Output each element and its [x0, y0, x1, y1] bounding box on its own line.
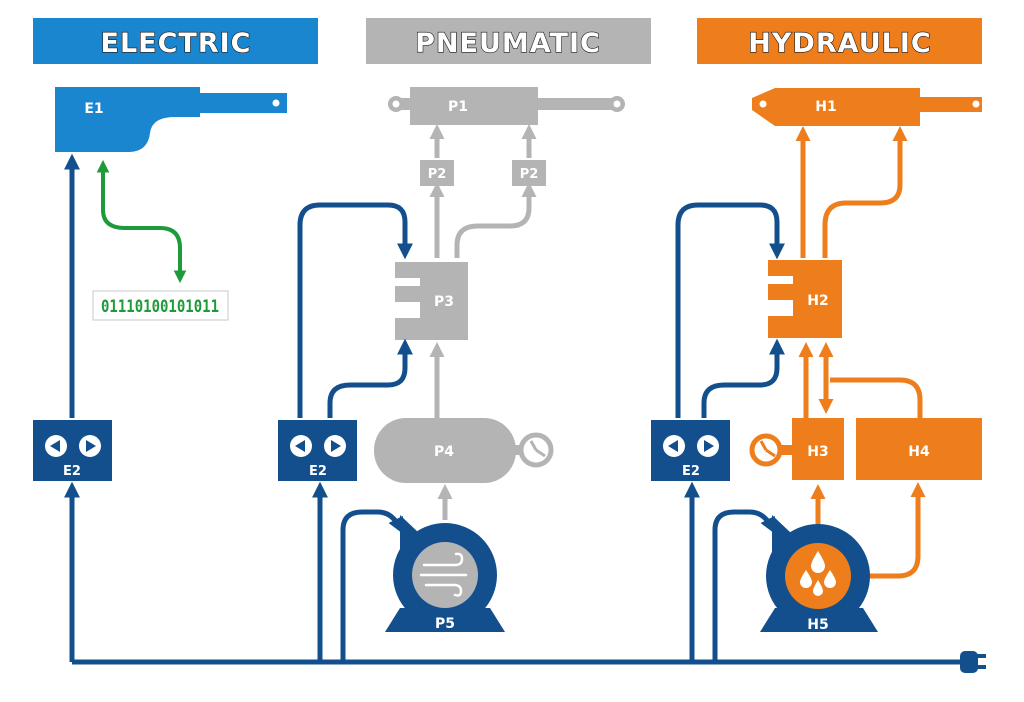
electric-feedback-signal [96, 159, 187, 284]
header-hydraulic-bg [697, 18, 982, 64]
pneumatic-valve-right-label: P2 [520, 167, 539, 182]
arrow-right-icon [697, 435, 719, 457]
electric-actuator-body [55, 87, 200, 152]
hydraulic-controller-label: E2 [682, 464, 700, 479]
pneumatic-cylinder: P1 [388, 87, 625, 125]
pneumatic-directional-valve-label: P3 [434, 294, 454, 310]
hydraulic-pump: H5 [760, 515, 878, 633]
pneumatic-air-lines [429, 124, 537, 520]
hydraulic-controller: E2 [651, 420, 730, 481]
pneumatic-tank-label: P4 [434, 444, 454, 460]
header-pneumatic-bg [366, 18, 651, 64]
power-plug-icon [960, 651, 986, 673]
pneumatic-directional-valve: P3 [395, 262, 468, 340]
pneumatic-cylinder-body [410, 87, 538, 125]
pneumatic-tank: P4 [374, 418, 524, 483]
pneumatic-controller-label: E2 [309, 464, 327, 479]
hydraulic-pump-label: H5 [807, 617, 828, 633]
pneumatic-compressor-label: P5 [435, 616, 455, 632]
binary-display: 01110100101011 [92, 290, 229, 321]
hydraulic-directional-valve-label: H2 [807, 293, 828, 309]
arrow-left-icon [45, 435, 67, 457]
bus-to-compressor [340, 509, 403, 662]
binary-display-text: 01110100101011 [101, 297, 219, 317]
power-bus [63, 481, 975, 665]
hydraulic-reservoir-label: H4 [908, 444, 930, 460]
pneumatic-cylinder-rod [530, 98, 616, 110]
hydraulic-control-lines [675, 202, 786, 418]
hydraulic-valve-block-label: H3 [807, 444, 828, 460]
header-pneumatic-label: PNEUMATIC [415, 28, 601, 59]
hydraulic-directional-valve: H2 [768, 260, 842, 338]
pneumatic-controller: E2 [278, 420, 357, 481]
bus-to-pump [712, 509, 775, 662]
hydraulic-oil-lines [795, 126, 926, 579]
hydraulic-valve-block: H3 [778, 418, 844, 480]
pneumatic-valve-left-label: P2 [428, 167, 447, 182]
pneumatic-control-lines [297, 202, 414, 418]
hydraulic-cylinder-label: H1 [815, 99, 836, 115]
oil-drops-icon [800, 551, 836, 596]
electric-controller-label: E2 [63, 464, 81, 479]
arrow-right-icon [79, 435, 101, 457]
pneumatic-valve-right: P2 [512, 160, 546, 186]
hydraulic-cylinder-rod [915, 97, 982, 112]
binary-display-frame [92, 290, 229, 321]
header-hydraulic-label: HYDRAULIC [748, 28, 931, 59]
arrow-right-icon [324, 435, 346, 457]
electric-actuator-rod [195, 93, 287, 113]
header-electric-bg [33, 18, 318, 64]
header-pneumatic: PNEUMATIC [366, 18, 651, 64]
pneumatic-valve-left: P2 [420, 160, 454, 186]
header-electric: ELECTRIC [33, 18, 318, 64]
hydraulic-cylinder: H1 [752, 88, 982, 126]
pneumatic-compressor: P5 [385, 515, 505, 632]
pneumatic-cylinder-label: P1 [448, 99, 468, 115]
pressure-gauge-icon [518, 432, 554, 468]
electric-controller: E2 [33, 420, 112, 481]
arrow-left-icon [290, 435, 312, 457]
electric-actuator: E1 [55, 87, 287, 152]
electric-actuator-eye [272, 99, 280, 107]
header-hydraulic: HYDRAULIC [697, 18, 982, 64]
hydraulic-cylinder-body [752, 88, 920, 126]
electric-actuator-label: E1 [84, 101, 103, 117]
pressure-gauge-icon [749, 433, 783, 467]
air-wind-icon [419, 552, 468, 597]
header-electric-label: ELECTRIC [101, 28, 252, 59]
hydraulic-reservoir: H4 [856, 418, 982, 480]
arrow-left-icon [663, 435, 685, 457]
